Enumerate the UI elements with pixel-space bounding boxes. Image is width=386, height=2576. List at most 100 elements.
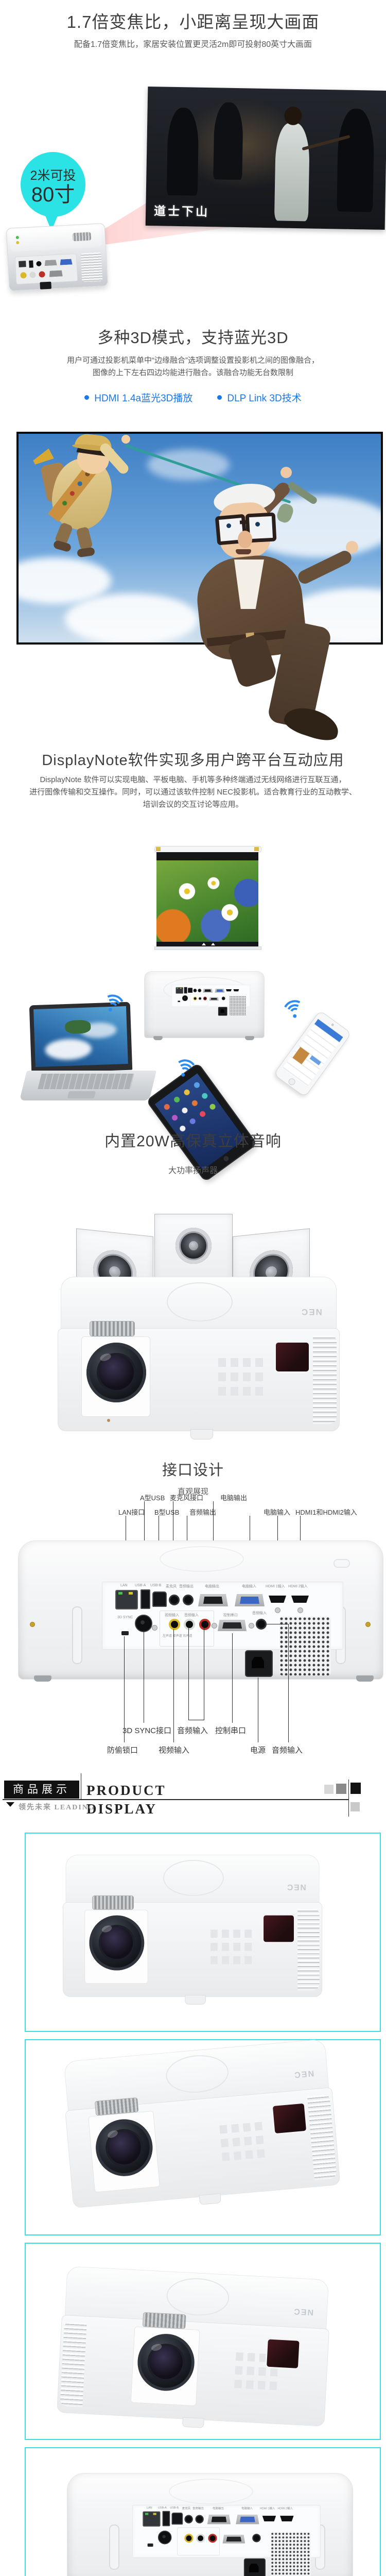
audio-in-jack xyxy=(221,996,225,1001)
rear-port-strip xyxy=(14,253,78,285)
bullet-dlp-link: DLP Link 3D技术 xyxy=(217,391,302,404)
front-projector-photo: NEC xyxy=(58,1277,340,1443)
vga-out-port xyxy=(203,988,213,993)
projector-foot xyxy=(190,1429,213,1439)
lan-port xyxy=(176,987,183,994)
screw xyxy=(152,1625,157,1631)
ir-window xyxy=(267,2339,300,2368)
port-label: 视频输入 xyxy=(165,1614,179,1617)
speaker-grille xyxy=(279,1617,331,1675)
raft xyxy=(64,1020,91,1035)
usb-b-port xyxy=(188,988,193,993)
port-label: LAN xyxy=(147,2506,152,2510)
deco-square-gray xyxy=(350,1802,360,1811)
cloud xyxy=(65,594,199,642)
screen-mark xyxy=(211,943,215,945)
indicator-grid xyxy=(218,1358,226,1367)
audio-out-jack xyxy=(198,989,202,993)
port-label: USB-B xyxy=(170,2506,179,2510)
hero-subtitle: 配备1.7倍变焦比，家居安装位置更灵活2m即可投射80英寸大画面 xyxy=(74,40,312,49)
projector-foot xyxy=(185,1995,206,2005)
port-label: 3D SYNC xyxy=(117,1616,133,1619)
audio-out-jack xyxy=(195,2515,204,2523)
vga-out-port xyxy=(198,1594,228,1606)
usb-b-port xyxy=(152,1591,167,1607)
badge-line1: 2米可投 xyxy=(30,168,76,183)
port-label: 电脑输出 xyxy=(205,1585,219,1588)
callout-3dsync: 3D SYNC接口 xyxy=(122,1726,172,1735)
header-rule xyxy=(3,1799,349,1800)
audio-r-rca xyxy=(208,2534,217,2543)
product-photo-front: NEC xyxy=(63,1855,323,2007)
channel-labels: 左声道 单声道 右声道 xyxy=(163,1635,192,1638)
port-label: 音频输入 xyxy=(184,1614,199,1617)
bullet-label: HDMI 1.4a蓝光3D播放 xyxy=(94,393,193,404)
vent-grille xyxy=(313,1335,337,1424)
projection-screen xyxy=(154,846,261,954)
displaynote-desc3: 培训会议的交互讨论等应用。 xyxy=(143,800,243,809)
callout-line xyxy=(124,1636,125,1742)
side-handle xyxy=(109,2524,119,2570)
audio-title: 内置20W高保真立体音响 xyxy=(104,1133,282,1150)
port-label: 电脑输入 xyxy=(242,1585,256,1588)
callout-usb-a: A型USB xyxy=(140,1494,165,1502)
kensington-slot xyxy=(121,1631,129,1635)
indicator-grid xyxy=(235,2352,243,2361)
callout-line xyxy=(288,1624,289,1742)
av-group-box xyxy=(190,994,208,1006)
hdmi1-port xyxy=(262,2516,276,2521)
mini-port xyxy=(39,271,45,278)
macbook-deck xyxy=(19,1071,157,1100)
lan-port xyxy=(115,1590,138,1609)
port-label: HDMI 1输入 xyxy=(266,1585,285,1588)
projector-foot xyxy=(356,1675,374,1682)
video-rca xyxy=(184,2534,194,2543)
audio-r-rca xyxy=(203,996,207,1001)
lens xyxy=(89,1915,145,1971)
audio-subtitle: 大功率扬声器 xyxy=(168,1166,218,1175)
port-label: HDMI 2输入 xyxy=(288,1585,308,1588)
mic-jack xyxy=(184,2515,193,2523)
screen-bottom-bar xyxy=(154,946,261,950)
audio-l-rca xyxy=(196,2534,205,2543)
header-en1: PRODUCT xyxy=(86,1783,166,1798)
zoom-dial xyxy=(92,1895,134,1910)
callout-pc-in: 电脑输入 xyxy=(264,1509,291,1516)
carl-shoe xyxy=(281,702,343,745)
bullet-dot xyxy=(84,395,90,400)
mic-jack xyxy=(193,989,197,993)
projector-top-face xyxy=(65,1855,320,1904)
port-label: LAN xyxy=(120,1584,128,1587)
port-label: USB-A xyxy=(135,1584,146,1587)
mic-jack xyxy=(169,1595,180,1605)
audio-l-rca xyxy=(184,1619,195,1630)
header-en2: DISPLAY xyxy=(86,1801,157,1817)
robed-figure xyxy=(274,123,310,222)
port-label: 音频输入 xyxy=(252,1612,267,1615)
video-rca xyxy=(193,996,197,1001)
iphone-thumbnail xyxy=(292,1046,310,1064)
modes3d-title: 多种3D模式，支持蓝光3D xyxy=(97,329,289,347)
screen-mark xyxy=(202,943,206,945)
screw xyxy=(365,1622,371,1627)
header-tagline: 领先未来 LEADING xyxy=(19,1804,95,1811)
zoom-dial xyxy=(90,1321,135,1336)
brand-logo: NEC xyxy=(286,1883,306,1892)
serial-port xyxy=(222,2534,245,2544)
vga-in-port xyxy=(236,2514,259,2524)
cloud xyxy=(240,496,381,557)
screw xyxy=(107,1419,110,1422)
vent-grille xyxy=(60,2321,87,2407)
silhouette-figure xyxy=(166,107,199,196)
vga-out-port xyxy=(207,2514,231,2524)
port-label: 麦克风 xyxy=(166,1585,177,1588)
audio-l-rca xyxy=(198,996,202,1001)
power-inlet xyxy=(40,281,52,290)
roller-end-cap xyxy=(254,847,259,851)
av-group-box xyxy=(177,2527,220,2556)
distance-badge: 2米可投 80寸 xyxy=(21,152,85,217)
water-splash xyxy=(45,1038,92,1061)
callout-audio-in: 音频输入 xyxy=(177,1726,208,1735)
port-label: USB-B xyxy=(150,1584,162,1587)
vga-in-port xyxy=(235,1594,265,1606)
